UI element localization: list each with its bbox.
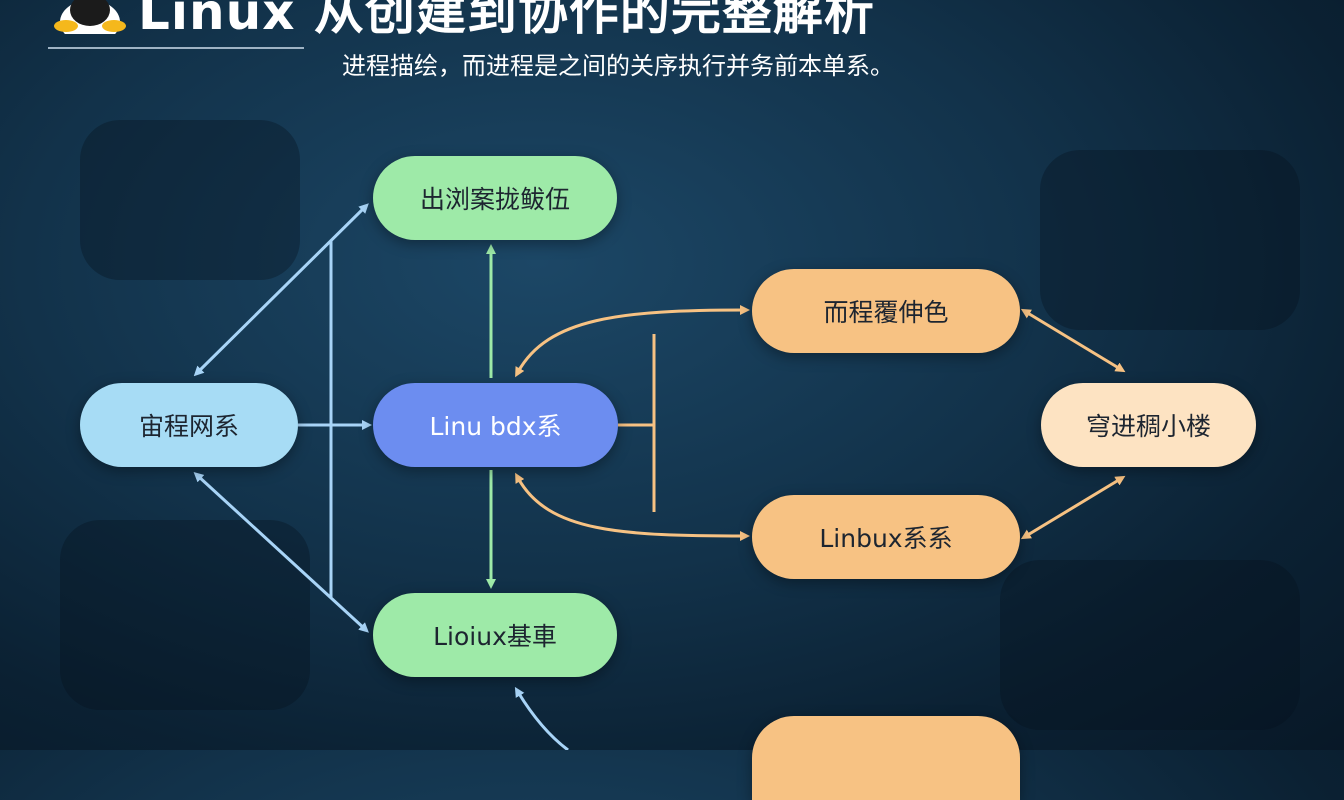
node-top[interactable]: 出浏案拢鲅伍	[373, 156, 617, 240]
node-bottom[interactable]: Lioiux基車	[373, 593, 617, 677]
edge-center-to-orange-bottom	[515, 472, 750, 541]
node-right[interactable]: 穹进稠小楼	[1041, 383, 1256, 467]
bg-shape	[1000, 560, 1300, 730]
edge-left-to-top	[193, 203, 369, 377]
node-left[interactable]: 宙程网系	[80, 383, 298, 467]
edge-orange-top-to-right	[1020, 308, 1126, 373]
node-orange-top[interactable]: 而程覆伸色	[752, 269, 1020, 353]
page-subtitle: 进程描绘，而进程是之间的关序执行并务前本单系。	[342, 52, 894, 80]
edge-bottom-partial	[514, 686, 569, 750]
tux-logo-icon	[54, 0, 126, 34]
page-title: Linux 从创建到协作的完整解析	[138, 0, 875, 41]
node-center[interactable]: Linu bdx系	[373, 383, 618, 467]
node-partial-bottom[interactable]	[752, 716, 1020, 800]
edge-center-to-orange-top	[515, 305, 750, 378]
node-orange-bottom[interactable]: Linbux系系	[752, 495, 1020, 579]
header: Linux 从创建到协作的完整解析 进程描绘，而进程是之间的关序执行并务前本单系…	[0, 0, 1344, 90]
edge-orange-bottom-to-right	[1020, 475, 1126, 540]
title-underline	[48, 47, 304, 49]
edge-left-to-bottom	[193, 471, 369, 633]
bg-shape	[1040, 150, 1300, 330]
edges-layer	[193, 203, 1126, 750]
